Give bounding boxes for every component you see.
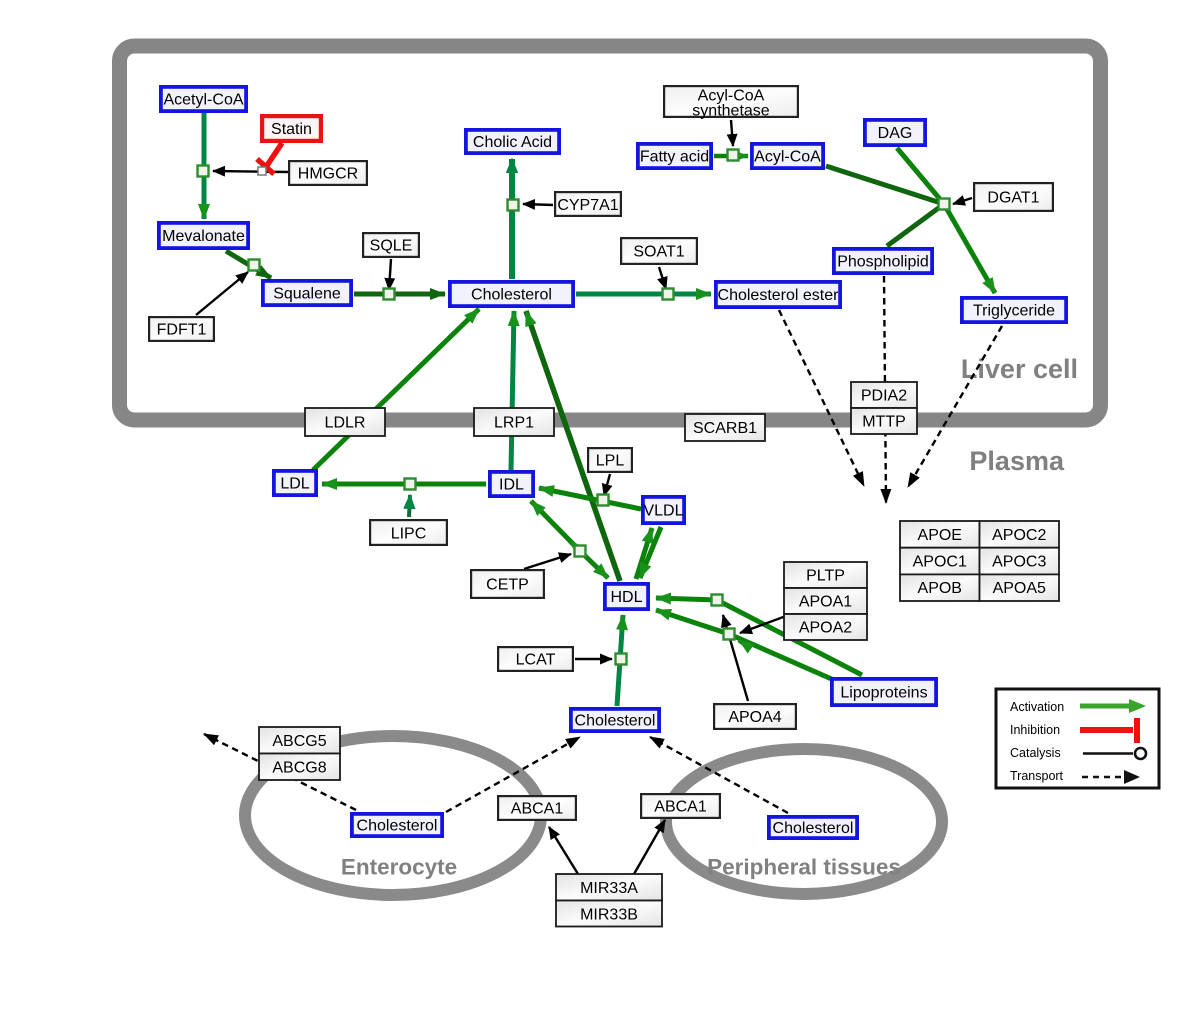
svg-text:Liver cell: Liver cell <box>961 354 1078 384</box>
svg-text:Enterocyte: Enterocyte <box>341 855 457 880</box>
svg-text:Squalene: Squalene <box>273 286 341 303</box>
svg-text:LDL: LDL <box>280 476 309 493</box>
svg-text:SOAT1: SOAT1 <box>633 244 684 261</box>
svg-text:PDIA2: PDIA2 <box>861 388 907 405</box>
svg-text:Peripheral tissues: Peripheral tissues <box>707 855 901 880</box>
svg-text:ABCG8: ABCG8 <box>272 760 326 777</box>
svg-text:LCAT: LCAT <box>516 652 556 669</box>
svg-text:Cholesterol: Cholesterol <box>357 818 438 835</box>
svg-text:Mevalonate: Mevalonate <box>162 228 245 245</box>
svg-text:APOA1: APOA1 <box>799 594 852 611</box>
svg-text:APOC3: APOC3 <box>992 554 1046 571</box>
svg-text:HMGCR: HMGCR <box>298 166 358 183</box>
svg-text:FDFT1: FDFT1 <box>157 322 207 339</box>
svg-text:APOE: APOE <box>918 527 962 544</box>
svg-text:MTTP: MTTP <box>862 414 906 431</box>
svg-text:MIR33B: MIR33B <box>580 907 638 924</box>
svg-text:Cholic Acid: Cholic Acid <box>473 134 552 151</box>
svg-text:CYP7A1: CYP7A1 <box>557 197 618 214</box>
svg-text:Phospholipid: Phospholipid <box>837 254 929 271</box>
svg-text:APOB: APOB <box>918 580 962 597</box>
svg-text:APOC2: APOC2 <box>992 527 1046 544</box>
svg-text:ABCG5: ABCG5 <box>272 733 326 750</box>
svg-text:Lipoproteins: Lipoproteins <box>840 685 927 702</box>
svg-text:Acyl-CoA: Acyl-CoA <box>754 149 821 166</box>
svg-text:Activation: Activation <box>1010 700 1064 714</box>
svg-text:Plasma: Plasma <box>969 446 1065 476</box>
svg-text:APOA5: APOA5 <box>993 580 1046 597</box>
svg-text:Transport: Transport <box>1010 769 1064 783</box>
svg-text:LIPC: LIPC <box>391 526 427 543</box>
svg-text:Fatty acid: Fatty acid <box>640 149 709 166</box>
svg-text:LDLR: LDLR <box>325 415 366 432</box>
svg-text:Triglyceride: Triglyceride <box>973 303 1055 320</box>
svg-text:Cholesterol: Cholesterol <box>471 287 552 304</box>
svg-text:APOA4: APOA4 <box>728 709 781 726</box>
svg-text:PLTP: PLTP <box>806 568 845 585</box>
svg-text:ABCA1: ABCA1 <box>511 801 564 818</box>
svg-text:ABCA1: ABCA1 <box>654 799 707 816</box>
svg-text:Catalysis: Catalysis <box>1010 746 1061 760</box>
svg-text:CETP: CETP <box>486 577 529 594</box>
svg-text:LPL: LPL <box>596 453 625 470</box>
svg-text:Cholesterol ester: Cholesterol ester <box>718 287 840 304</box>
svg-text:MIR33A: MIR33A <box>580 880 638 897</box>
svg-text:LRP1: LRP1 <box>494 415 534 432</box>
svg-text:Cholesterol: Cholesterol <box>575 713 656 730</box>
svg-text:Acetyl-CoA: Acetyl-CoA <box>163 92 243 109</box>
svg-text:Statin: Statin <box>271 121 312 138</box>
svg-text:Acyl-CoA: Acyl-CoA <box>698 88 765 105</box>
svg-text:DGAT1: DGAT1 <box>987 190 1039 207</box>
svg-text:synthetase: synthetase <box>692 103 769 120</box>
svg-text:SCARB1: SCARB1 <box>693 420 757 437</box>
svg-text:Inhibition: Inhibition <box>1010 723 1060 737</box>
svg-text:APOC1: APOC1 <box>913 554 967 571</box>
svg-text:IDL: IDL <box>499 477 524 494</box>
svg-text:HDL: HDL <box>610 589 642 606</box>
svg-text:Cholesterol: Cholesterol <box>773 820 854 837</box>
svg-text:APOA2: APOA2 <box>799 620 852 637</box>
svg-text:SQLE: SQLE <box>370 238 413 255</box>
svg-text:DAG: DAG <box>878 125 913 142</box>
svg-text:VLDL: VLDL <box>643 503 683 520</box>
